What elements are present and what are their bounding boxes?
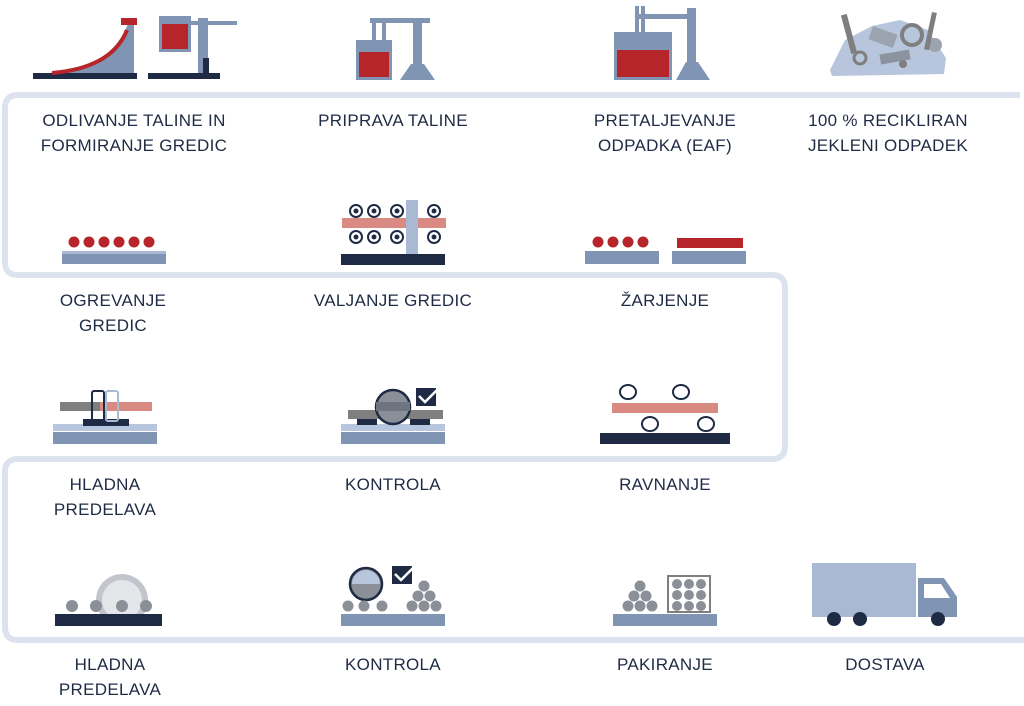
billet-heating-icon	[62, 236, 166, 264]
delivery-truck-icon	[812, 563, 957, 626]
casting-icon	[33, 16, 237, 79]
ladle-furnace-icon	[356, 18, 435, 80]
step-label-annealing: ŽARJENJE	[620, 291, 710, 310]
step-label-rolling: VALJANJE GREDIC	[313, 291, 473, 310]
cutting-saw-icon	[55, 574, 162, 626]
step-label-inspection-2: KONTROLA	[345, 655, 441, 674]
step-label-packing: PAKIRANJE	[617, 655, 713, 674]
flow-path	[2, 92, 1024, 643]
inspection-icon	[341, 382, 445, 444]
annealing-icon	[585, 236, 746, 264]
step-label-billet-heating: OGREVANJE GREDIC	[59, 291, 167, 335]
scrap-pile-icon	[830, 11, 946, 76]
step-label-cold-working-1: HLADNA PREDELAVA	[53, 475, 157, 519]
rolling-mill-icon	[341, 200, 446, 265]
electric-arc-furnace-icon	[614, 6, 710, 80]
step-label-cold-working-2: HLADNA PREDELAVA	[58, 655, 162, 699]
step-label-eaf: PRETALJEVANJE ODPADKA (EAF)	[593, 111, 737, 155]
step-label-straightening: RAVNANJE	[619, 475, 711, 494]
step-label-casting: ODLIVANJE TALINE IN FORMIRANJE GREDIC	[40, 111, 228, 155]
step-label-melt-prep: PRIPRAVA TALINE	[318, 111, 468, 130]
bar-inspection-icon	[341, 560, 445, 626]
step-label-inspection-1: KONTROLA	[345, 475, 441, 494]
packing-icon	[613, 575, 717, 626]
step-label-scrap: 100 % RECIKLIRAN JEKLENI ODPADEK	[807, 111, 969, 155]
cold-drawing-icon	[53, 390, 157, 444]
straightening-icon	[600, 384, 730, 444]
step-label-delivery: DOSTAVA	[845, 655, 925, 674]
